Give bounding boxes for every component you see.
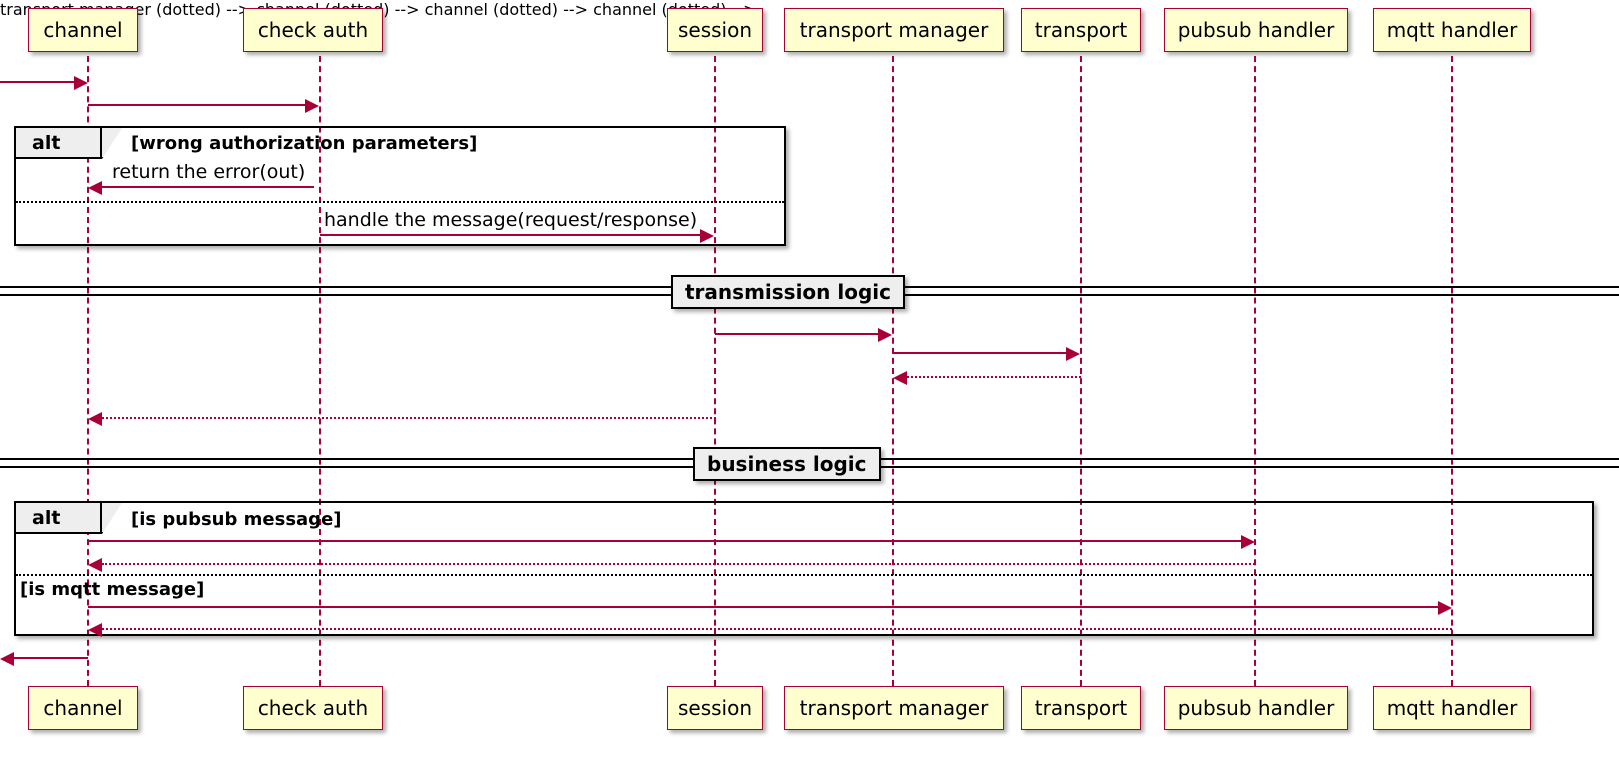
participant-label: check auth — [257, 696, 369, 720]
participant-label: mqtt handler — [1386, 18, 1518, 42]
message-arrow-transport-manager-to-channel — [88, 412, 716, 426]
message-arrow-channel-to-mqtt-handler — [88, 601, 1452, 615]
alt-group-condition-is-pubsub: [is pubsub message] — [131, 509, 342, 530]
arrowhead-right-icon — [1438, 601, 1452, 615]
alt-group-tag-label: alt — [32, 506, 61, 529]
divider-line-transmission-right-b — [886, 294, 1619, 296]
participant-label: transport — [1034, 696, 1128, 720]
arrowhead-left-icon — [88, 181, 102, 195]
arrowhead-left-icon — [88, 558, 102, 572]
divider-line-transmission-right-a — [886, 286, 1619, 288]
message-arrow-handle-message — [320, 229, 714, 243]
arrowhead-right-icon — [878, 328, 892, 342]
participant-head-transport-manager[interactable]: transport manager — [784, 8, 1004, 52]
alt-group-tag: alt — [16, 128, 102, 159]
divider-line-business-right-b — [864, 466, 1619, 468]
message-arrow-session-to-transport-manager — [715, 328, 892, 342]
divider-business-logic: business logic — [693, 447, 881, 481]
participant-label: mqtt handler — [1386, 696, 1518, 720]
arrowhead-left-icon — [88, 623, 102, 637]
participant-label: transport manager — [799, 696, 989, 720]
message-label-handle-message: handle the message(request/response) — [324, 209, 698, 231]
lifeline-pubsub-handler — [1254, 56, 1256, 686]
divider-line-transmission-left-a — [0, 286, 675, 288]
divider-line-business-left-a — [0, 458, 697, 460]
participant-head-transport[interactable]: transport — [1021, 8, 1141, 52]
lifeline-check-auth — [319, 56, 321, 686]
divider-line-business-left-b — [0, 466, 697, 468]
participant-foot-mqtt-handler[interactable]: mqtt handler — [1373, 686, 1531, 730]
participant-foot-channel[interactable]: channel — [28, 686, 138, 730]
alt-group-else-divider — [16, 201, 784, 203]
alt-group-tag-notch-icon — [102, 503, 122, 534]
lifeline-transport — [1080, 56, 1082, 686]
alt-group-condition-wrong-auth: [wrong authorization parameters] — [131, 133, 478, 154]
message-arrow-inbound-start — [0, 76, 88, 90]
participant-label: pubsub handler — [1177, 696, 1335, 720]
message-label-return-error: return the error(out) — [112, 161, 306, 183]
divider-line-transmission-left-b — [0, 294, 675, 296]
lifeline-channel — [87, 56, 89, 686]
lifeline-session — [714, 56, 716, 686]
message-arrow-channel-to-pubsub-handler — [88, 535, 1255, 549]
participant-head-check-auth[interactable]: check auth — [243, 8, 383, 52]
participant-head-channel[interactable]: channel — [28, 8, 138, 52]
divider-label: transmission logic — [685, 280, 891, 304]
participant-label: session — [677, 18, 753, 42]
message-arrow-transport-manager-to-transport — [893, 347, 1080, 361]
message-arrow-mqtt-handler-to-channel — [88, 623, 1452, 637]
divider-label: business logic — [707, 452, 867, 476]
participant-head-pubsub-handler[interactable]: pubsub handler — [1164, 8, 1348, 52]
arrowhead-left-icon — [0, 652, 14, 666]
arrowhead-right-icon — [1066, 347, 1080, 361]
arrowhead-left-icon — [88, 412, 102, 426]
participant-label: pubsub handler — [1177, 18, 1335, 42]
participant-foot-session[interactable]: session — [667, 686, 763, 730]
participant-label: channel — [43, 18, 123, 42]
arrowhead-right-icon — [74, 76, 88, 90]
participant-label: channel — [43, 696, 123, 720]
alt-group-business-logic: alt — [14, 501, 1594, 636]
message-arrow-outbound-end — [0, 652, 88, 666]
participant-head-session[interactable]: session — [667, 8, 763, 52]
arrowhead-right-icon — [305, 99, 319, 113]
lifeline-mqtt-handler — [1451, 56, 1453, 686]
participant-head-mqtt-handler[interactable]: mqtt handler — [1373, 8, 1531, 52]
participant-foot-transport[interactable]: transport — [1021, 686, 1141, 730]
arrowhead-left-icon — [893, 371, 907, 385]
participant-foot-check-auth[interactable]: check auth — [243, 686, 383, 730]
participant-label: transport manager — [799, 18, 989, 42]
arrowhead-right-icon — [1241, 535, 1255, 549]
participant-foot-pubsub-handler[interactable]: pubsub handler — [1164, 686, 1348, 730]
alt-group-tag-notch-icon — [102, 128, 122, 159]
alt-group-tag: alt — [16, 503, 102, 534]
message-arrow-return-error — [88, 181, 314, 195]
alt-group-authorization: alt — [14, 126, 786, 246]
participant-label: session — [677, 696, 753, 720]
message-arrow-transport-to-transport-manager — [893, 371, 1081, 385]
alt-group-tag-label: alt — [32, 131, 61, 154]
participant-foot-transport-manager[interactable]: transport manager — [784, 686, 1004, 730]
alt-group-else-divider — [16, 574, 1592, 576]
participant-label: transport — [1034, 18, 1128, 42]
message-arrow-pubsub-handler-to-channel — [88, 558, 1255, 572]
alt-group-condition-is-mqtt: [is mqtt message] — [20, 579, 205, 600]
divider-transmission-logic: transmission logic — [671, 275, 905, 309]
participant-label: check auth — [257, 18, 369, 42]
arrowhead-right-icon — [700, 229, 714, 243]
message-arrow-channel-to-check-auth — [88, 99, 319, 113]
divider-line-business-right-a — [864, 458, 1619, 460]
